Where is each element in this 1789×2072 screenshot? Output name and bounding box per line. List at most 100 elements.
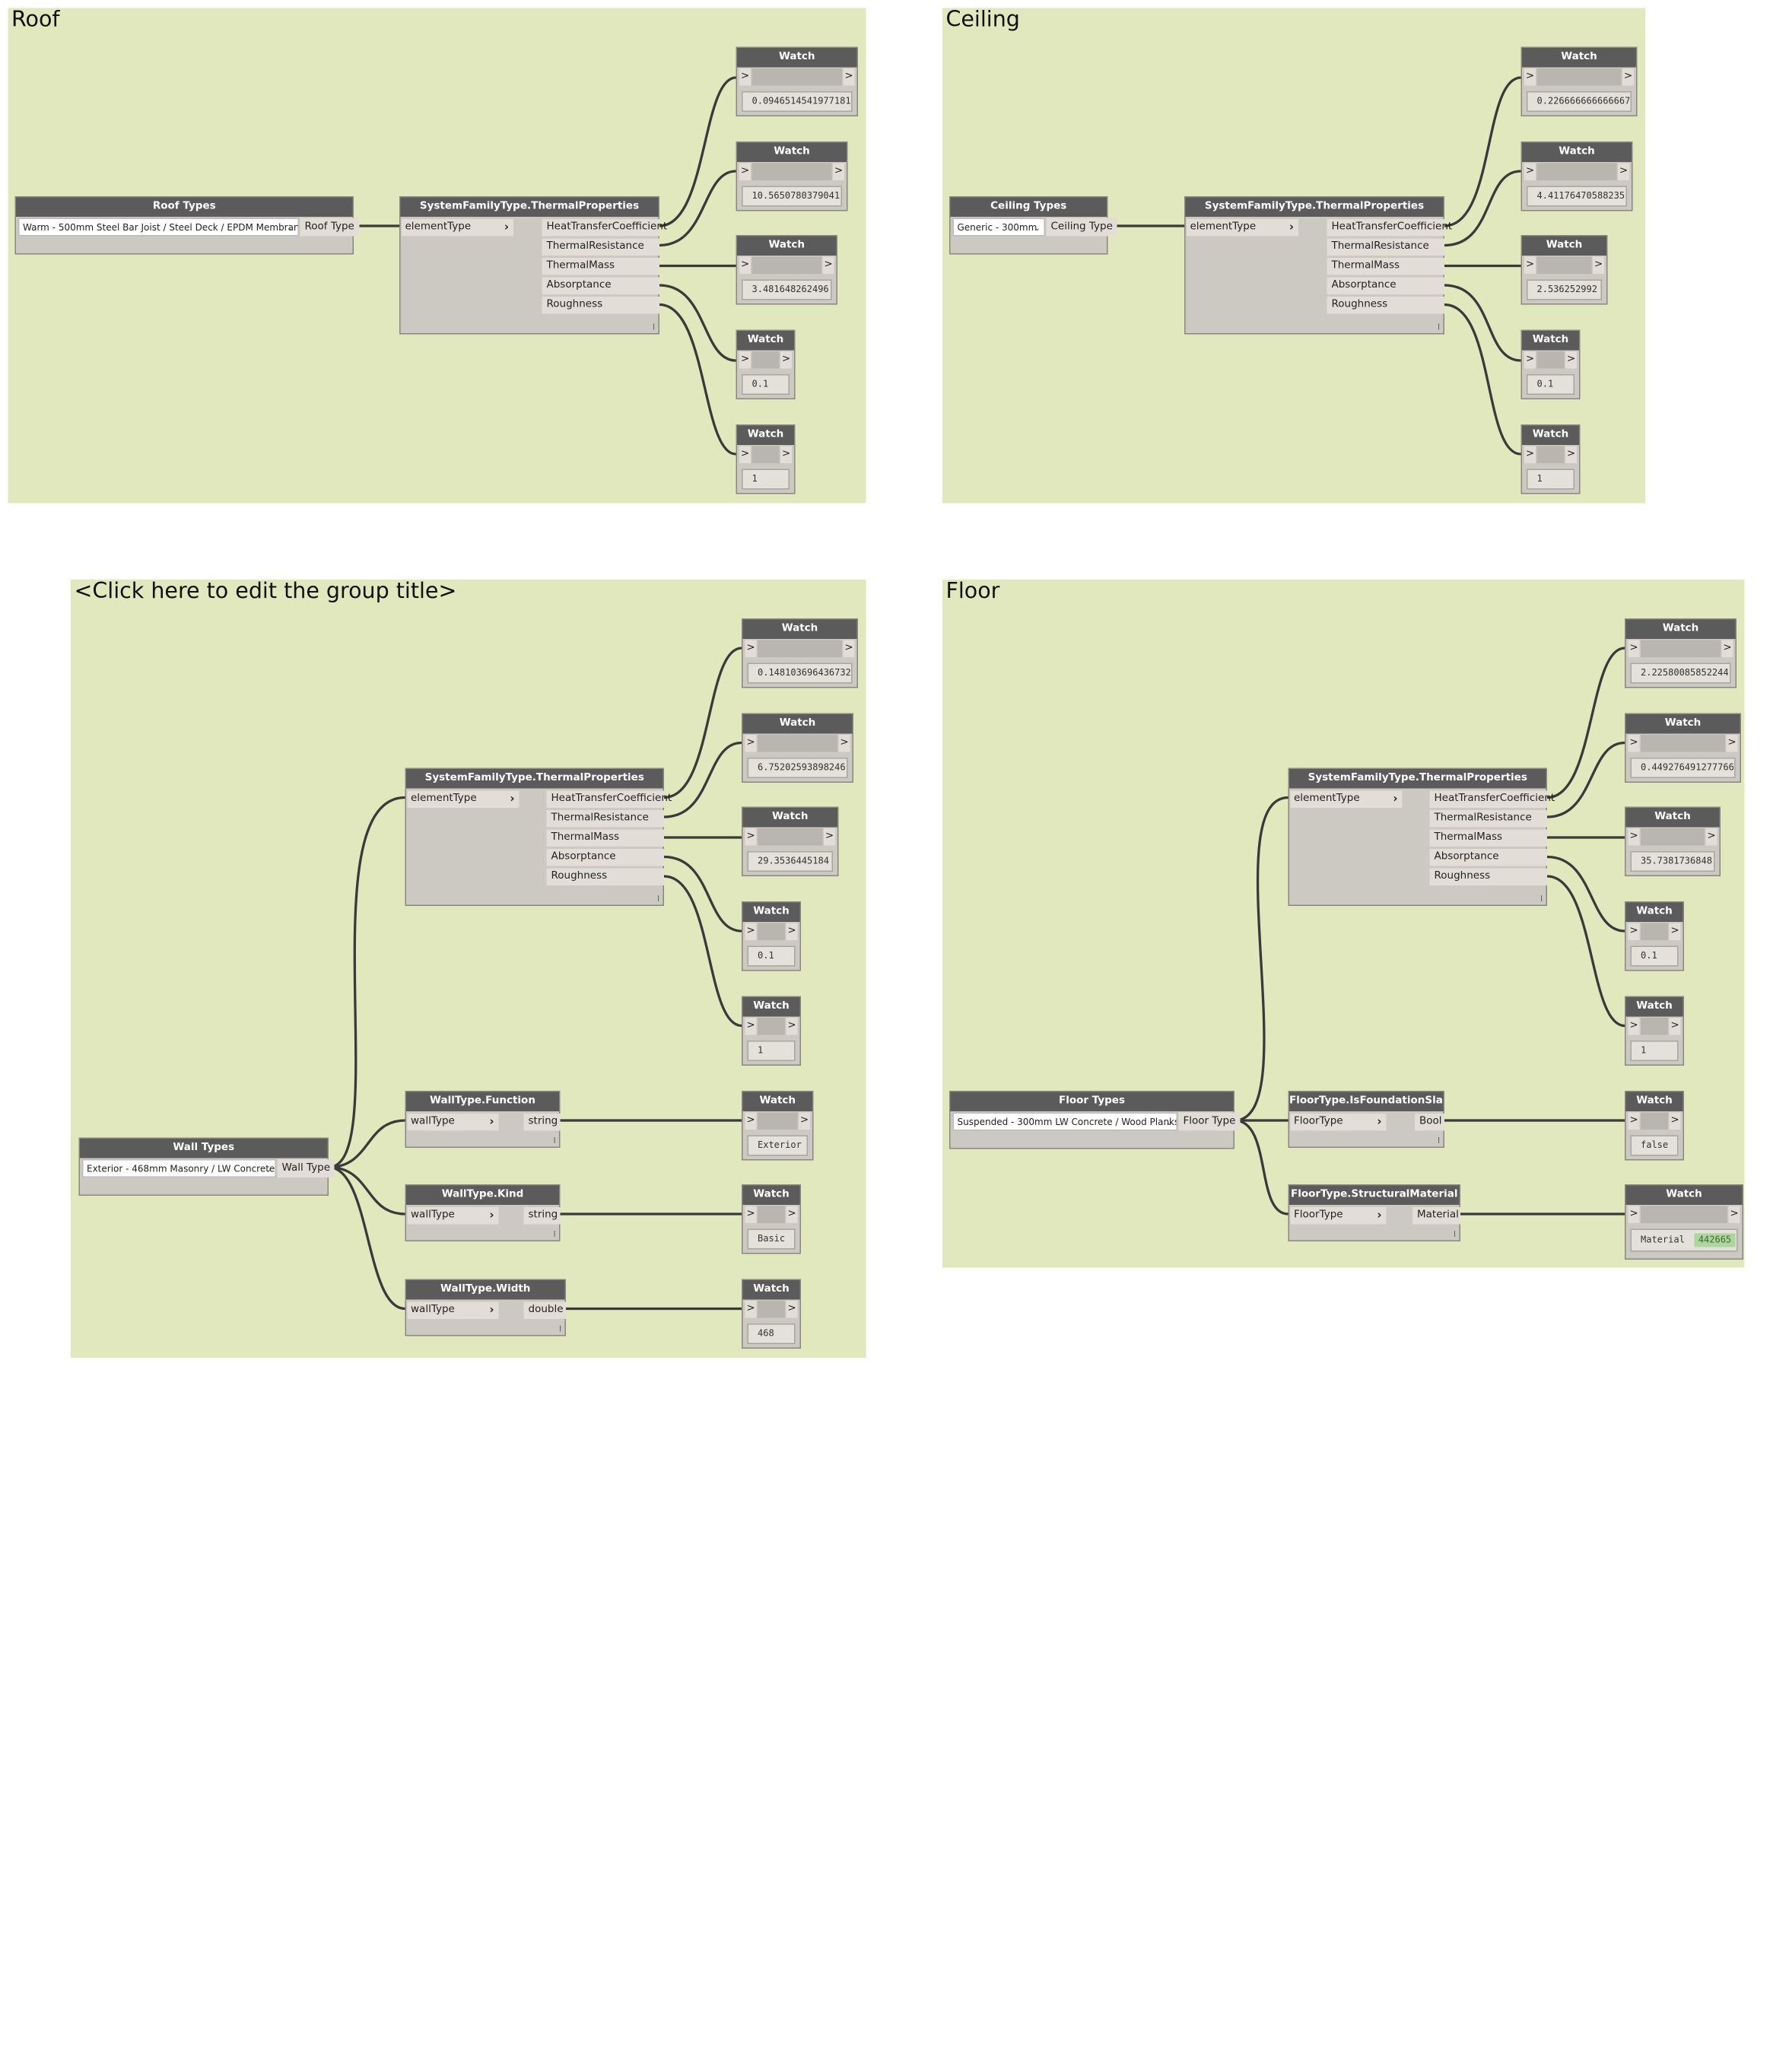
floor-type-dropdown[interactable]: Suspended - 300mm LW Concrete / Wood Pla… <box>952 1112 1177 1131</box>
output-port-double[interactable]: double <box>523 1301 566 1319</box>
output-port[interactable]: > <box>1669 1018 1681 1035</box>
group-title-floor[interactable]: Floor <box>945 578 1000 604</box>
output-port[interactable]: > <box>786 1206 798 1223</box>
input-port-wall-type[interactable]: wallType› <box>407 1114 499 1131</box>
input-port[interactable]: > <box>1524 351 1536 369</box>
input-port-element-type[interactable]: elementType› <box>1187 219 1298 237</box>
roof-thermal-node[interactable]: SystemFamilyType.ThermalProperties eleme… <box>399 196 667 335</box>
watch-node[interactable]: Watch >> 3.481648262496 <box>736 235 837 305</box>
output-port-heat-transfer[interactable]: HeatTransferCoefficient <box>542 219 667 237</box>
watch-node[interactable]: Watch >> 2.536252992 <box>1520 235 1608 305</box>
input-port[interactable]: > <box>1628 923 1640 940</box>
output-port-absorptance[interactable]: Absorptance <box>1429 849 1547 866</box>
group-title-ceiling[interactable]: Ceiling <box>945 7 1020 32</box>
output-port-absorptance[interactable]: Absorptance <box>546 849 664 866</box>
watch-node[interactable]: Watch >> 35.7381736848 <box>1625 806 1721 876</box>
watch-node[interactable]: Watch >> 1 <box>736 424 796 494</box>
output-port[interactable]: > <box>822 256 834 274</box>
output-port-roof-type[interactable]: Roof Type <box>300 218 359 237</box>
output-port[interactable]: > <box>833 163 844 180</box>
output-port[interactable]: > <box>1622 68 1634 86</box>
watch-node[interactable]: Watch >> 10.5650780379041 <box>736 141 848 211</box>
watch-node[interactable]: Watch >> 0.449276491277766 <box>1625 713 1741 783</box>
output-port[interactable]: > <box>838 735 850 752</box>
input-port-floor-type[interactable]: FloorType› <box>1290 1207 1387 1225</box>
output-port-heat-transfer[interactable]: HeatTransferCoefficient <box>546 790 672 808</box>
output-port[interactable]: > <box>799 1112 810 1130</box>
wall-function-node[interactable]: WallType.Function wallType› string l <box>405 1091 561 1148</box>
watch-node[interactable]: Watch >> Basic <box>742 1184 801 1254</box>
input-port-element-type[interactable]: elementType› <box>407 790 520 808</box>
output-port[interactable]: > <box>843 640 855 657</box>
output-port-bool[interactable]: Bool <box>1415 1114 1444 1131</box>
watch-node[interactable]: Watch >> 0.226666666666667 <box>1520 46 1638 116</box>
input-port-element-type[interactable]: elementType› <box>402 219 513 237</box>
input-port[interactable]: > <box>745 1206 757 1223</box>
watch-node[interactable]: Watch >> 0.1 <box>1625 901 1684 971</box>
output-port-wall-type[interactable]: Wall Type <box>277 1159 335 1177</box>
output-port[interactable]: > <box>843 68 855 86</box>
output-port-thermal-mass[interactable]: ThermalMass <box>546 829 664 847</box>
input-port[interactable]: > <box>1524 256 1536 274</box>
input-port[interactable]: > <box>739 68 751 86</box>
output-port-thermal-resistance[interactable]: ThermalResistance <box>542 238 659 256</box>
input-port[interactable]: > <box>1628 640 1640 657</box>
output-port[interactable]: > <box>786 923 798 940</box>
watch-node[interactable]: Watch >> Exterior <box>742 1091 814 1161</box>
output-port-thermal-mass[interactable]: ThermalMass <box>542 258 659 275</box>
output-port[interactable]: > <box>1669 923 1681 940</box>
output-port-thermal-resistance[interactable]: ThermalResistance <box>1327 238 1444 256</box>
output-port[interactable]: > <box>824 828 835 846</box>
input-port[interactable]: > <box>1628 828 1640 846</box>
output-port-ceiling-type[interactable]: Ceiling Type <box>1046 218 1117 237</box>
output-port[interactable]: > <box>780 351 792 369</box>
input-port[interactable]: > <box>745 1301 757 1318</box>
output-port-absorptance[interactable]: Absorptance <box>1327 277 1444 294</box>
roof-type-dropdown[interactable]: Warm - 500mm Steel Bar Joist / Steel Dec… <box>18 218 299 237</box>
output-port-roughness[interactable]: Roughness <box>1327 297 1444 314</box>
input-port[interactable]: > <box>745 1018 757 1035</box>
output-port-floor-type[interactable]: Floor Type <box>1178 1112 1241 1131</box>
floor-thermal-node[interactable]: SystemFamilyType.ThermalProperties eleme… <box>1288 767 1555 906</box>
wall-kind-node[interactable]: WallType.Kind wallType› string l <box>405 1184 561 1241</box>
output-port[interactable]: > <box>1618 163 1629 180</box>
input-port[interactable]: > <box>745 828 757 846</box>
output-port-material[interactable]: Material <box>1412 1207 1460 1225</box>
output-port[interactable]: > <box>1593 256 1604 274</box>
output-port[interactable]: > <box>786 1018 798 1035</box>
ceiling-type-dropdown[interactable]: Generic - 300mm⌄ <box>952 218 1045 237</box>
watch-node[interactable]: Watch >> 6.75202593898246 <box>742 713 853 783</box>
output-port[interactable]: > <box>1721 640 1733 657</box>
output-port[interactable]: > <box>1728 1206 1740 1223</box>
wall-width-node[interactable]: WallType.Width wallType› double l <box>405 1279 566 1336</box>
ceiling-thermal-node[interactable]: SystemFamilyType.ThermalProperties eleme… <box>1184 196 1452 335</box>
floor-types-node[interactable]: Floor Types Suspended - 300mm LW Concret… <box>949 1091 1241 1149</box>
input-port[interactable]: > <box>739 163 751 180</box>
wall-thermal-node[interactable]: SystemFamilyType.ThermalProperties eleme… <box>405 767 672 906</box>
watch-node[interactable]: Watch >> 0.0946514541977181 <box>736 46 858 116</box>
watch-node[interactable]: Watch >> 1 <box>1520 424 1581 494</box>
floor-material-node[interactable]: FloorType.StructuralMaterial FloorType› … <box>1288 1184 1460 1241</box>
wall-types-node[interactable]: Wall Types Exterior - 468mm Masonry / LW… <box>78 1137 335 1196</box>
input-port[interactable]: > <box>739 256 751 274</box>
watch-node[interactable]: Watch >> 4.41176470588235 <box>1520 141 1633 211</box>
output-port[interactable]: > <box>1565 446 1577 463</box>
input-port[interactable]: > <box>745 640 757 657</box>
element-id-badge[interactable]: 442665 <box>1693 1233 1737 1247</box>
input-port[interactable]: > <box>1628 735 1640 752</box>
input-port[interactable]: > <box>739 351 751 369</box>
output-port-thermal-resistance[interactable]: ThermalResistance <box>546 810 664 828</box>
output-port[interactable]: > <box>1726 735 1738 752</box>
watch-node[interactable]: Watch >> 1 <box>742 996 801 1066</box>
output-port-heat-transfer[interactable]: HeatTransferCoefficient <box>1327 219 1452 237</box>
output-port-thermal-resistance[interactable]: ThermalResistance <box>1429 810 1547 828</box>
input-port-wall-type[interactable]: wallType› <box>407 1301 499 1319</box>
watch-node[interactable]: Watch >> 0.148103696436732 <box>742 618 858 688</box>
group-title-wall[interactable]: <Click here to edit the group title> <box>74 578 457 604</box>
watch-node[interactable]: Watch >> 29.3536445184 <box>742 806 839 876</box>
input-port[interactable]: > <box>739 446 751 463</box>
input-port[interactable]: > <box>1524 68 1536 86</box>
output-port[interactable]: > <box>786 1301 798 1318</box>
